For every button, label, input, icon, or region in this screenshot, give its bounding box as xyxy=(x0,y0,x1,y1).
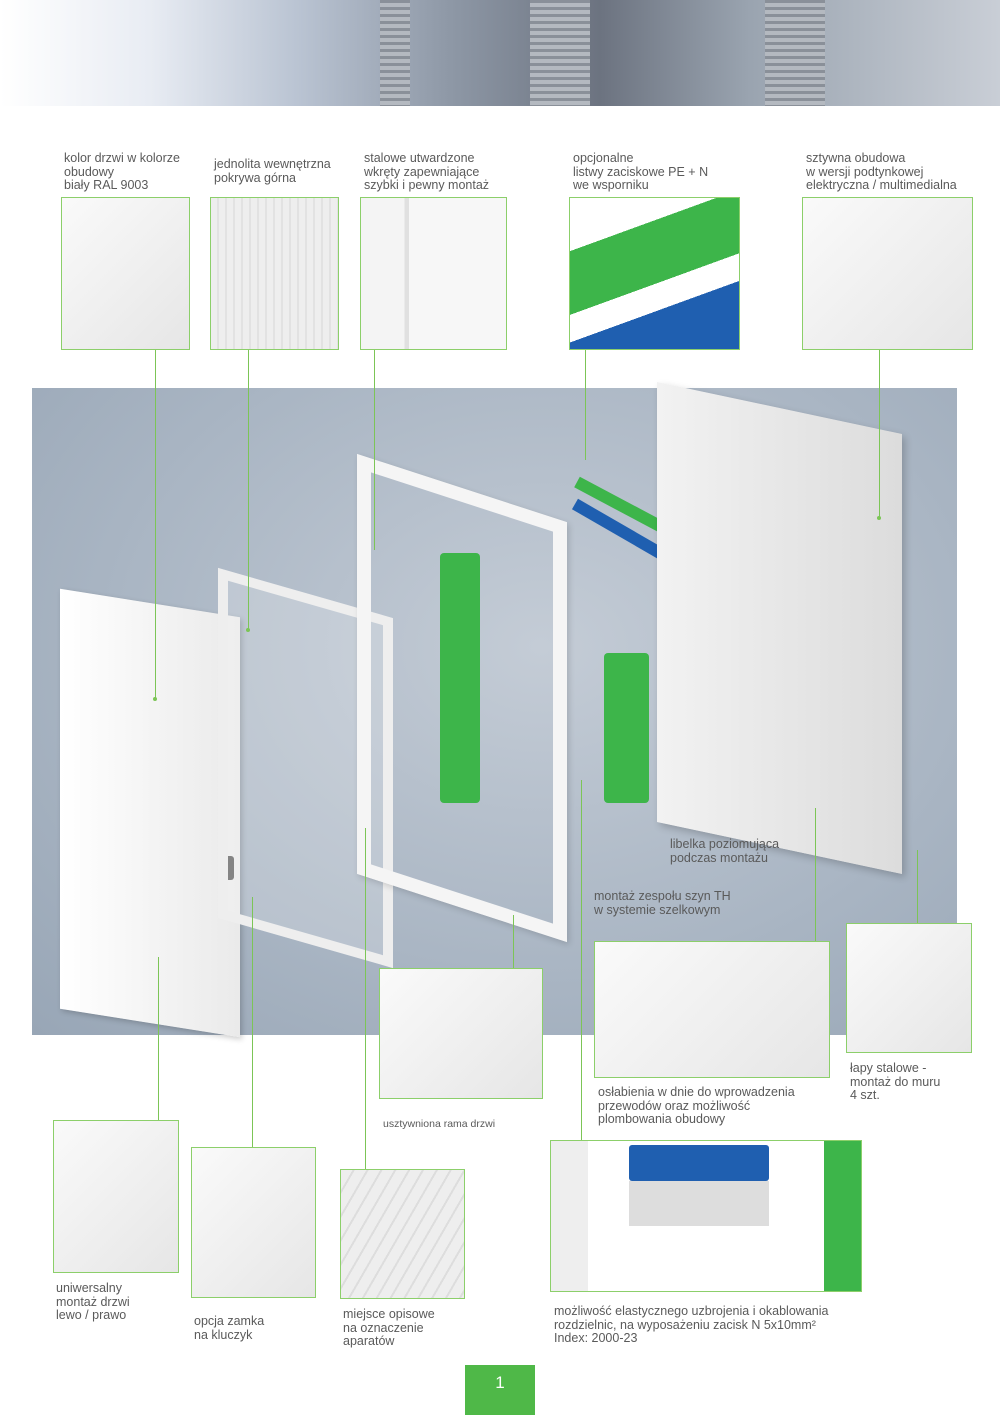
exploded-view-illustration: libelka poziomująca podczas montażu mont… xyxy=(32,381,957,1038)
n-terminal-image xyxy=(550,1140,862,1292)
callout-level: libelka poziomująca podczas montażu xyxy=(670,837,780,865)
feature-label-screws: stalowe utwardzone wkręty zapewniające s… xyxy=(364,151,490,192)
feature-label-terminal-strips: opcjonalne listwy zaciskowe PE + N we ws… xyxy=(573,151,709,192)
door-panel xyxy=(60,588,240,1038)
callout-rails: montaż zespołu szyn TH w systemie szelko… xyxy=(594,889,731,917)
terminal-strips-image xyxy=(569,197,740,350)
enclosure-image xyxy=(802,197,973,350)
callout-knockouts: osłabienia w dnie do wprowadzenia przewo… xyxy=(598,1085,795,1126)
door-mount-image xyxy=(53,1120,179,1273)
key-lock-icon xyxy=(220,856,234,880)
green-bracket-right xyxy=(604,653,649,803)
green-bracket-left xyxy=(440,553,480,803)
enclosure-box xyxy=(657,381,902,875)
screws-image xyxy=(360,197,507,350)
header-photo xyxy=(0,0,1000,106)
feature-label-inner-cover: jednolita wewnętrzna pokrywa górna xyxy=(214,157,331,185)
door-color-image xyxy=(61,197,190,350)
callout-frame: usztywniona rama drzwi xyxy=(383,1118,496,1130)
page-number: 1 xyxy=(465,1365,535,1415)
knockouts-image xyxy=(594,941,830,1078)
feature-label-door-color: kolor drzwi w kolorze obudowy biały RAL … xyxy=(64,151,181,192)
bottom-label-key-lock: opcja zamka na kluczyk xyxy=(194,1314,265,1342)
bottom-label-door-mount: uniwersalny montaż drzwi lewo / prawo xyxy=(56,1281,130,1322)
bottom-label-n-terminal: możliwość elastycznego uzbrojenia i okab… xyxy=(554,1304,829,1345)
label-area-image xyxy=(340,1169,465,1299)
brackets-image xyxy=(846,923,972,1053)
inner-cover-image xyxy=(210,197,339,350)
key-lock-image xyxy=(191,1147,316,1298)
feature-label-enclosure: sztywna obudowa w wersji podtynkowej ele… xyxy=(806,151,957,192)
frame-image xyxy=(379,968,543,1099)
bottom-label-label-area: miejsce opisowe na oznaczenie aparatów xyxy=(343,1307,435,1348)
callout-brackets: łapy stalowe - montaż do muru 4 szt. xyxy=(850,1061,941,1102)
